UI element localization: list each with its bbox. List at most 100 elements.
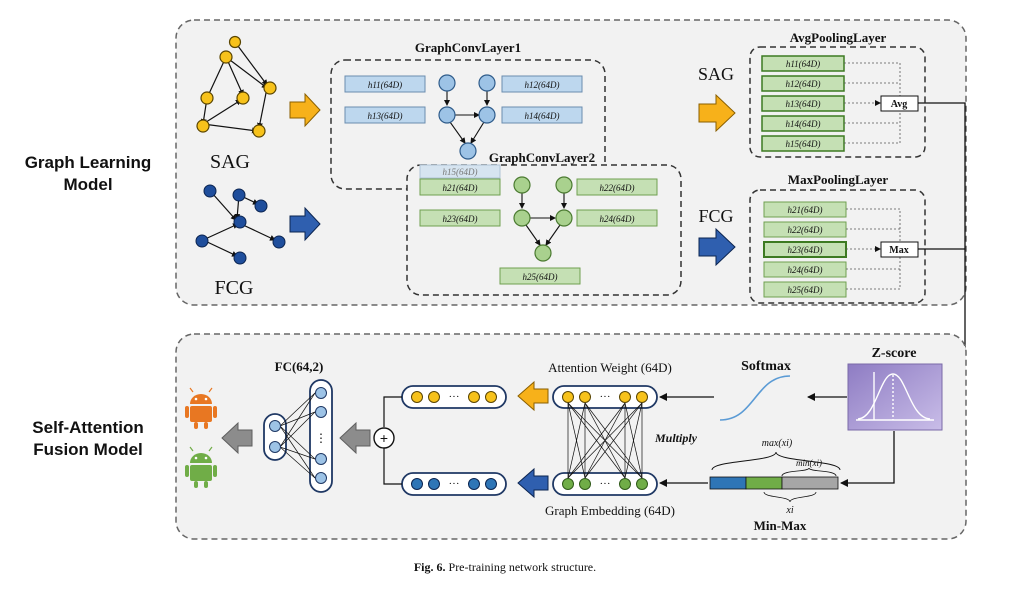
svg-text:h22(64D): h22(64D) <box>600 183 635 193</box>
fc-connections <box>279 392 316 479</box>
multiply-label: Multiply <box>654 431 698 445</box>
weighted-attention-nodes <box>411 391 497 403</box>
weighted-embedding-nodes <box>411 478 497 490</box>
zscore-title: Z-score <box>872 346 917 361</box>
svg-text:h11(64D): h11(64D) <box>368 80 402 90</box>
fc-to-output-arrow <box>221 421 253 455</box>
weighted-embedding-ellipsis: ··· <box>449 478 460 490</box>
svg-text:h23(64D): h23(64D) <box>788 245 823 255</box>
conv2-edges <box>519 193 567 246</box>
self-attention-label: Self-Attention <box>32 418 143 437</box>
svg-text:h12(64D): h12(64D) <box>525 80 560 90</box>
conv1-edges <box>444 91 490 144</box>
embedding-nodes <box>562 478 648 490</box>
avg-pool-lines <box>844 62 901 144</box>
attention-weight-label: Attention Weight (64D) <box>548 360 672 375</box>
embedding-ellipsis: ··· <box>600 478 611 490</box>
svg-text:h13(64D): h13(64D) <box>786 99 821 109</box>
attention-to-weighted-arrow <box>517 380 549 412</box>
max-xi-label: max(xi) <box>762 438 793 449</box>
svg-text:h24(64D): h24(64D) <box>600 214 635 224</box>
avg-pool-features: h11(64D) h12(64D) h13(64D) h14(64D) h15(… <box>761 55 845 152</box>
svg-text:h25(64D): h25(64D) <box>523 272 558 282</box>
conv1-feature-boxes: h11(64D) h12(64D) h13(64D) h14(64D) <box>344 75 583 124</box>
svg-text:h14(64D): h14(64D) <box>786 119 821 129</box>
svg-text:h21(64D): h21(64D) <box>443 183 478 193</box>
svg-text:h21(64D): h21(64D) <box>788 205 823 215</box>
svg-text:h12(64D): h12(64D) <box>786 79 821 89</box>
minmax-seg-green <box>745 476 783 490</box>
softmax-title: Softmax <box>741 359 791 374</box>
fc-vertical-ellipsis: ⋮ <box>315 431 327 445</box>
attention-nodes <box>562 391 648 403</box>
xi-brace <box>763 491 817 503</box>
svg-text:h14(64D): h14(64D) <box>525 111 560 121</box>
max-op-label: Max <box>889 245 908 256</box>
sag-to-conv-arrow <box>289 92 321 128</box>
fcg-nodes <box>195 184 286 265</box>
bell-curve-icon <box>856 372 934 421</box>
min-xi-label: min(xi) <box>796 458 822 468</box>
softmax-curve-icon <box>719 375 791 421</box>
minmax-seg-gray <box>781 476 839 490</box>
conv-layer-2-title: GraphConvLayer2 <box>489 150 595 165</box>
min-brace <box>781 467 837 477</box>
self-attention-label-2: Fusion Model <box>33 440 143 459</box>
svg-text:h23(64D): h23(64D) <box>443 214 478 224</box>
android-malicious-icon <box>185 387 217 429</box>
svg-text:h15(64D): h15(64D) <box>786 139 821 149</box>
minmax-label: Min-Max <box>754 518 807 533</box>
figure-caption-text: Pre-training network structure. <box>448 560 597 574</box>
graph-embedding-label: Graph Embedding (64D) <box>545 503 675 518</box>
fcg-label: FCG <box>215 277 254 299</box>
fcg-to-max-arrow <box>698 227 736 267</box>
conv1-faded-label: h15(64D) <box>443 167 478 177</box>
sum-symbol: + <box>380 430 388 446</box>
max-pool-title: MaxPoolingLayer <box>788 172 889 187</box>
graph-learning-label-2: Model <box>63 175 112 194</box>
fcg-to-conv-arrow <box>289 206 321 242</box>
conv-layer-2-box <box>406 164 682 296</box>
figure-caption: Fig. 6. Pre-training network structure. <box>0 560 1010 575</box>
sum-connectors <box>383 396 402 485</box>
fcg-pool-label: FCG <box>698 206 733 226</box>
sag-to-avg-arrow <box>698 93 736 133</box>
svg-text:h25(64D): h25(64D) <box>788 285 823 295</box>
figure-caption-label: Fig. 6. <box>413 560 446 574</box>
svg-text:h13(64D): h13(64D) <box>368 111 403 121</box>
sag-nodes <box>196 35 277 138</box>
avg-pool-title: AvgPoolingLayer <box>790 30 887 45</box>
weighted-attention-ellipsis: ··· <box>449 391 460 403</box>
xi-label: xi <box>785 505 793 516</box>
fc-output-nodes <box>269 420 281 453</box>
fc-input-nodes <box>315 387 327 484</box>
graph-learning-label: Graph Learning <box>25 153 152 172</box>
svg-text:h11(64D): h11(64D) <box>786 59 820 69</box>
embedding-vector <box>552 472 658 496</box>
conv1-faded-box <box>419 164 501 179</box>
svg-text:h24(64D): h24(64D) <box>788 265 823 275</box>
conv1-nodes <box>438 74 496 160</box>
embedding-to-weighted-arrow <box>517 467 549 499</box>
zscore-to-minmax-arrow <box>840 431 895 487</box>
conv2-nodes <box>513 176 573 262</box>
multiply-connections <box>567 402 643 479</box>
attention-ellipsis: ··· <box>600 391 611 403</box>
sag-label: SAG <box>210 151 250 173</box>
android-benign-icon <box>185 446 217 488</box>
fc-label: FC(64,2) <box>275 359 324 374</box>
max-pool-lines <box>846 208 901 290</box>
fc-input-layer <box>309 379 333 493</box>
avg-op-label: Avg <box>891 99 907 110</box>
conv-layer-1-title: GraphConvLayer1 <box>415 40 521 55</box>
attention-vector <box>552 385 658 409</box>
sag-pool-label: SAG <box>698 64 734 84</box>
sum-circle <box>373 427 395 449</box>
conv2-feature-boxes: h21(64D) h22(64D) h23(64D) h24(64D) h25(… <box>419 178 658 285</box>
diagram-canvas: Graph Learning Model SAG <box>25 19 967 540</box>
max-pool-features: h21(64D) h22(64D) h23(64D) h24(64D) h25(… <box>763 201 847 298</box>
sum-to-fc-arrow <box>339 421 371 455</box>
max-brace <box>711 451 841 471</box>
svg-text:h22(64D): h22(64D) <box>788 225 823 235</box>
minmax-seg-blue <box>709 476 747 490</box>
